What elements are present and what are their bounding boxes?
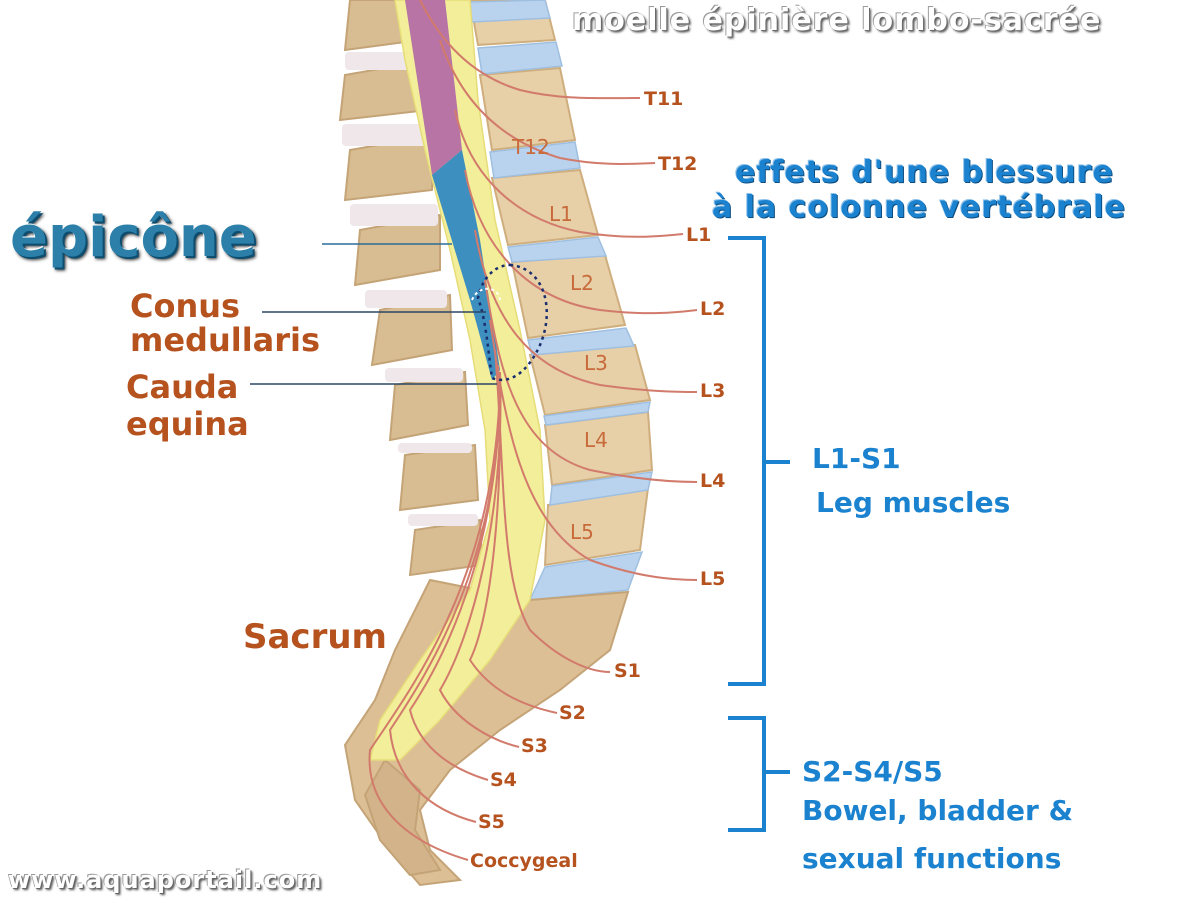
nerve-label-s2: S2 (559, 702, 586, 724)
nerve-root (489, 319, 698, 581)
nerve-root (468, 364, 558, 714)
conus-tip-outline (471, 287, 501, 301)
nerve-root (368, 384, 501, 861)
nerve-root (388, 381, 501, 823)
diagram-title: moelle épinière lombo-sacrée (572, 3, 1102, 38)
nerve-label-l2: L2 (700, 298, 726, 320)
cauda-label-line1: Cauda (126, 368, 239, 406)
nerve-label-l4: L4 (700, 470, 726, 492)
subtitle-line1: effets d'une blessure (735, 155, 1114, 190)
nerve-label-s4: S4 (490, 769, 517, 791)
spinal-canal (369, 0, 546, 761)
nerve-label-l5: L5 (700, 568, 726, 590)
conus-outline (476, 263, 548, 382)
nerve-label-s5: S5 (478, 811, 505, 833)
vertebra-label-l4: L4 (584, 428, 608, 452)
nerve-label-s3: S3 (521, 735, 548, 757)
nerve-label-t11: T11 (644, 88, 684, 110)
group-sacral-function-line1: Bowel, bladder & (802, 794, 1074, 827)
group-sacral-range: S2-S4/S5 (802, 755, 943, 788)
nerve-label-coccygeal: Coccygeal (470, 850, 578, 872)
spinal-cord-conus (432, 150, 500, 380)
nerve-root (454, 109, 684, 238)
bracket-sacral (728, 716, 790, 832)
watermark: www.aquaportail.com (8, 866, 323, 894)
intervertebral-discs (469, 0, 653, 601)
conus-label-line1: Conus (130, 287, 241, 325)
vertebra-label-l3: L3 (584, 351, 608, 375)
nerve-root (438, 371, 520, 748)
vertebra-label-l1: L1 (549, 202, 573, 226)
vertebra-label-t12: T12 (512, 135, 550, 159)
nerve-label-t12: T12 (658, 153, 698, 175)
subtitle-line2: à la colonne vertébrale (712, 190, 1126, 225)
nerve-root (484, 279, 698, 483)
nerve-label-l3: L3 (700, 380, 726, 402)
group-lumbar-function: Leg muscles (816, 486, 1011, 519)
epicone-label: épicône (10, 205, 257, 270)
vertebra-label-l2: L2 (570, 271, 594, 295)
nerve-label-s1: S1 (614, 660, 641, 682)
bracket-lumbar (728, 236, 790, 686)
cauda-label-line2: equina (126, 405, 249, 443)
nerve-root (464, 169, 698, 315)
sacrum-label: Sacrum (243, 617, 387, 657)
nerve-root (419, 0, 641, 100)
group-sacral-function-line2: sexual functions (802, 842, 1062, 875)
vertebra-label-l5: L5 (570, 520, 594, 544)
conus-label-line2: medullaris (130, 321, 321, 359)
coccyx-bone (363, 758, 442, 877)
group-lumbar-range: L1-S1 (812, 442, 901, 475)
nerve-roots (368, 0, 698, 861)
nerve-root (439, 39, 656, 165)
nerve-label-l1: L1 (686, 224, 712, 246)
